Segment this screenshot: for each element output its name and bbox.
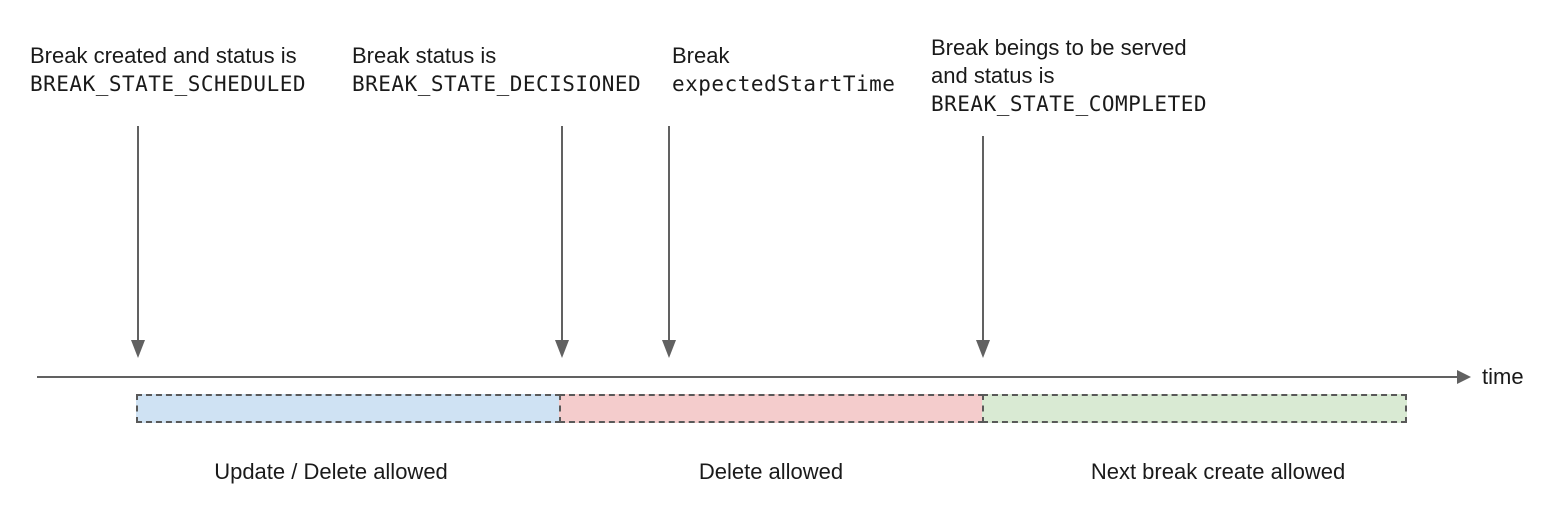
annotation-text: Break — [672, 43, 730, 68]
annotation-expected-start-time: Break expectedStartTime — [672, 42, 895, 98]
time-axis-label: time — [1482, 364, 1524, 389]
segment-delete-allowed — [559, 394, 984, 423]
arrow-decisioned-shaft — [561, 126, 563, 342]
annotation-break-completed: Break beings to be served and status is … — [931, 34, 1207, 118]
arrow-scheduled-shaft — [137, 126, 139, 342]
arrow-expected-start-shaft — [668, 126, 670, 342]
segment-label-next-break-create: Next break create allowed — [1090, 459, 1346, 484]
time-axis-line — [37, 376, 1457, 378]
down-arrow-icon — [555, 340, 569, 358]
down-arrow-icon — [662, 340, 676, 358]
down-arrow-icon — [131, 340, 145, 358]
segment-label-delete: Delete allowed — [698, 459, 844, 484]
annotation-text: and status is — [931, 63, 1055, 88]
annotation-break-decisioned: Break status is BREAK_STATE_DECISIONED — [352, 42, 641, 98]
segment-label-update-delete: Update / Delete allowed — [214, 459, 448, 484]
annotation-break-scheduled: Break created and status is BREAK_STATE_… — [30, 42, 306, 98]
arrow-completed-shaft — [982, 136, 984, 342]
right-arrow-icon — [1457, 370, 1471, 384]
segment-next-break-create-allowed — [982, 394, 1407, 423]
annotation-text: Break created and status is — [30, 43, 297, 68]
annotation-code-text: expectedStartTime — [672, 72, 896, 96]
down-arrow-icon — [976, 340, 990, 358]
annotation-code-text: BREAK_STATE_COMPLETED — [931, 92, 1208, 116]
annotation-text: Break beings to be served — [931, 35, 1187, 60]
annotation-code-text: BREAK_STATE_DECISIONED — [352, 72, 642, 96]
segment-update-delete-allowed — [136, 394, 561, 423]
annotation-code-text: BREAK_STATE_SCHEDULED — [30, 72, 307, 96]
annotation-text: Break status is — [352, 43, 497, 68]
